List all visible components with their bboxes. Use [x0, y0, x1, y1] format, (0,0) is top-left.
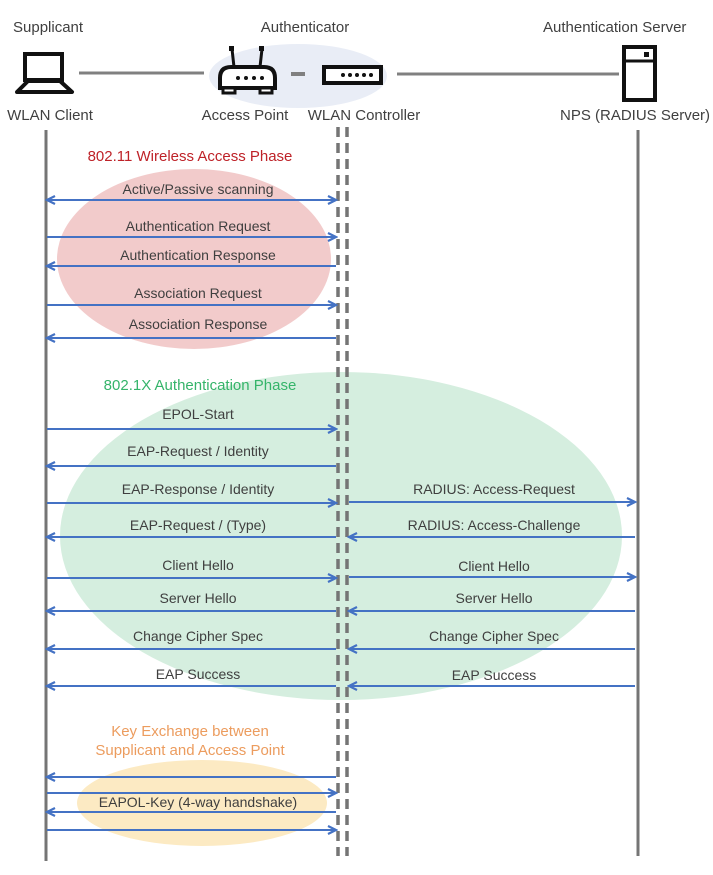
message-label: Active/Passive scanning: [122, 181, 274, 197]
message-label: EAPOL-Key (4-way handshake): [98, 794, 298, 810]
message-label: Change Cipher Spec: [133, 628, 263, 644]
phase-title-wireless: 802.11 Wireless Access Phase: [87, 148, 293, 165]
message-label: Association Response: [128, 316, 268, 332]
lifelines: [44, 127, 640, 861]
role-authentication-server: Authentication Server: [543, 19, 687, 36]
message-label: Change Cipher Spec: [429, 628, 559, 644]
message-label: EAP-Response / Identity: [121, 481, 275, 497]
message-label: Authentication Request: [125, 218, 271, 234]
message-label: EAP-Request / (Type): [129, 517, 267, 533]
message-arrows: [47, 200, 635, 830]
message-label: EPOL-Start: [162, 406, 234, 422]
device-label-wlan-controller: WLAN Controller: [307, 107, 421, 124]
message-label: Client Hello: [458, 558, 530, 574]
message-label: RADIUS: Access-Challenge: [407, 517, 581, 533]
device-connectors: [79, 71, 619, 76]
message-label: RADIUS: Access-Request: [413, 481, 575, 497]
message-label: Client Hello: [162, 557, 234, 573]
message-label: Server Hello: [159, 590, 237, 606]
message-label: Server Hello: [455, 590, 533, 606]
key-exchange-ellipse: [77, 760, 327, 846]
phase-title-dot1x: 802.1X Authentication Phase: [103, 377, 297, 394]
laptop-icon: [15, 52, 74, 94]
message-label: EAP Success: [451, 667, 537, 683]
role-supplicant: Supplicant: [13, 19, 84, 36]
server-icon: [622, 45, 657, 102]
device-label-nps: NPS (RADIUS Server): [560, 107, 711, 124]
message-label: EAP Success: [155, 666, 241, 682]
phase-title-key-exchange-line1: Key Exchange between: [111, 723, 269, 740]
message-label: Association Request: [134, 285, 262, 301]
device-label-access-point: Access Point: [201, 107, 289, 124]
phase-title-key-exchange-line2: Supplicant and Access Point: [95, 742, 285, 759]
dot1x-phase-ellipse: [60, 372, 622, 700]
access-point-icon: [218, 46, 277, 95]
message-label: EAP-Request / Identity: [127, 443, 269, 459]
role-authenticator: Authenticator: [260, 19, 350, 36]
message-label: Authentication Response: [120, 247, 276, 263]
wlan-controller-icon: [322, 65, 383, 85]
device-label-wlan-client: WLAN Client: [7, 107, 93, 124]
